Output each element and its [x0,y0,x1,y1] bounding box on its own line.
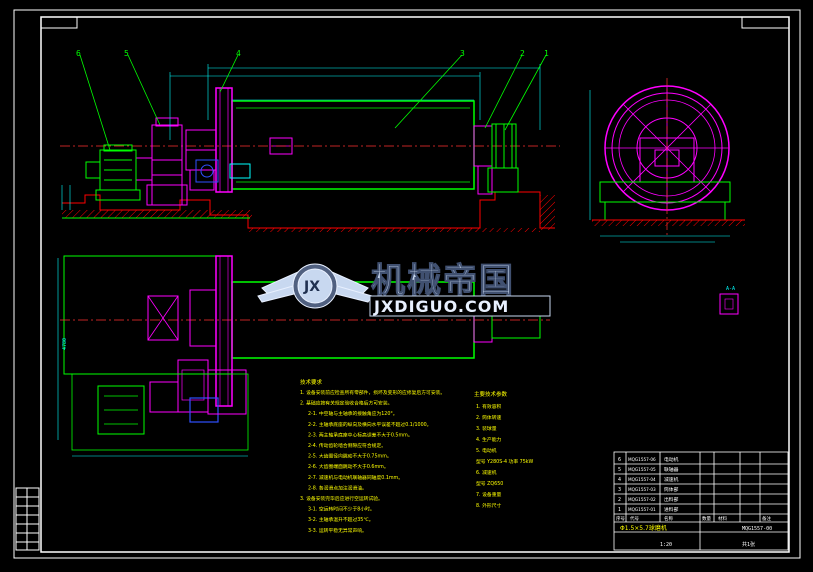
callout-3: 3 [460,49,465,58]
spec-line: 5. 电动机 [476,447,497,454]
note-line: 2-3. 两主轴承底座中心标高误差不大于0.5mm。 [308,431,413,438]
tb-row-no: 2 [618,497,621,503]
section-box [719,293,739,315]
binding-strip [15,487,40,551]
watermark-cn: 机械帝国 [371,261,515,301]
notes-lines: 1. 设备安装前应检查所有零部件，损坏及变形的应修复后方可安装。 2. 基础应按有… [300,389,445,534]
watermark-en: JXDIGUO.COM [373,297,509,316]
callout-5: 5 [124,49,129,58]
note-line: 3. 设备安装完毕后应进行空运转试验。 [300,495,383,502]
tb-row-code: MQG1557-04 [628,477,656,482]
tb-row-name: 联轴器 [664,466,679,473]
tb-row-code: MQG1557-01 [628,507,656,512]
tb-head-code: 代号 [630,515,639,522]
reducer [146,117,188,206]
notes-heading: 技术要求 [300,378,323,386]
plan-dim-label: 4780 [62,338,68,350]
tb-row-name: 电动机 [664,456,679,463]
title-block [613,451,789,551]
drawing-title: Φ1.5×5.7球磨机 [620,524,667,532]
note-line: 2-1. 中空轴与主轴承的接触角应为120°。 [308,410,398,417]
spec-line: 7. 设备重量 [476,491,501,498]
tb-row-code: MQG1557-02 [628,497,656,502]
spec-line: 型号 Y280S-4 功率 75kW [476,458,534,465]
note-line: 2-5. 大齿圈径向跳动不大于0.75mm。 [308,453,392,460]
note-line: 2-4. 传动齿轮啮合侧隙应符合规定。 [308,442,386,449]
side-view [589,78,745,243]
tb-head-note: 备注 [762,515,771,522]
callout-6: 6 [76,49,81,58]
shaft-coupling [229,163,251,179]
foundation [62,191,555,232]
note-line: 1. 设备安装前应检查所有零部件，损坏及变形的应修复后方可安装。 [300,389,445,396]
note-line: 2-2. 主轴承底座的纵向及横向水平误差不超过0.1/1000。 [308,421,431,428]
note-line: 3-3. 运转平稳无异常声响。 [308,527,367,534]
drawing-sheet: 共1张 [742,541,755,548]
tb-row-code: MQG1557-03 [628,487,656,492]
tb-row-name: 出料部 [664,496,679,503]
plan-view [57,255,550,457]
tb-head-no: 序号 [616,515,625,522]
note-line: 2-7. 减速机与电动机联轴器同轴度0.1mm。 [308,474,403,481]
discharge-bearing [473,125,493,195]
motor [85,144,141,201]
specs-heading: 主要技术参数 [474,390,508,398]
tb-row-no: 5 [618,467,621,473]
discharge-trommel [487,123,519,193]
tb-row-name: 进料部 [664,506,679,513]
pinion-shaft [195,159,219,183]
callout-2: 2 [520,49,525,58]
note-line: 3-1. 空运转时间不少于8小时。 [308,506,375,513]
watermark-en-bg [369,295,551,317]
spec-line: 2. 筒体转速 [476,414,501,421]
tb-head-mat: 材料 [718,515,727,522]
spec-line: 型号 ZQ650 [476,480,503,487]
tb-row-code: MQG1557-06 [628,457,656,462]
tb-row-name: 筒体部 [664,486,679,493]
callout-4: 4 [236,49,241,58]
note-line: 2-8. 各润滑点加注润滑油。 [308,484,367,491]
tb-row-no: 4 [618,477,621,483]
callout-1: 1 [544,49,549,58]
spec-line: 3. 装球量 [476,425,497,432]
inner-frame [40,16,790,553]
tb-head-qty: 数量 [702,515,711,522]
note-line: 2. 基础应按有关规定验收合格后方可安装。 [300,400,392,407]
outer-frame [13,9,801,559]
drawing-number: MQG1557-00 [742,526,772,532]
note-line: 3-2. 主轴承温升不超过35℃。 [308,516,374,523]
spec-line: 8. 外形尺寸 [476,502,501,509]
spec-line: 4. 生产能力 [476,436,501,443]
mill-shell [231,100,475,190]
front-view [60,54,560,232]
top-right-tag [741,16,790,29]
tb-row-no: 6 [618,457,621,463]
manhole [269,137,293,155]
note-line: 2-6. 大齿圈端面跳动不大于0.6mm。 [308,463,389,470]
watermark: JX 机械帝国 JXDIGUO.COM [257,261,551,317]
callout-leaders [79,54,547,151]
tb-row-name: 减速机 [664,476,679,483]
tb-row-no: 1 [618,507,621,513]
dimensions-top [61,64,541,210]
spec-line: 1. 有效容积 [476,403,501,410]
top-left-tag [40,16,78,29]
watermark-logo [257,263,373,309]
title-block-rows: 6 MQG1557-06 电动机 5 MQG1557-05 联轴器 4 MQG1557-04 减… [618,456,679,513]
spec-line: 6. 减速机 [476,469,497,476]
tb-head-name: 名称 [664,515,673,522]
motor-coupling [135,157,153,181]
drawing-scale: 1:20 [660,542,672,548]
tb-row-code: MQG1557-05 [628,467,656,472]
section-label: A-A [726,286,735,292]
watermark-logo-text: JX [303,279,320,295]
tb-row-no: 3 [618,487,621,493]
